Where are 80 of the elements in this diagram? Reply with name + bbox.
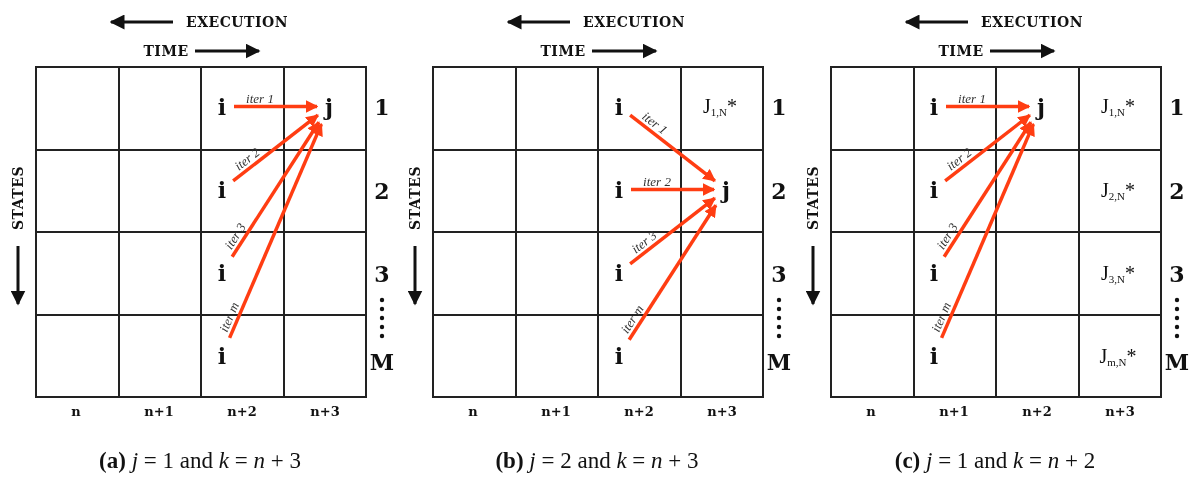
column-label: n+1: [144, 404, 174, 418]
column-label: n+1: [939, 404, 969, 418]
node-letter: i: [214, 92, 230, 121]
node-letter: i: [214, 341, 230, 370]
axis-label: EXECUTION: [186, 15, 288, 29]
row-number: 2: [771, 180, 787, 202]
node-letter: i: [611, 341, 627, 370]
axis-label: STATES: [11, 165, 25, 231]
edge-label: iter 2: [231, 145, 262, 173]
row-number: 1: [771, 96, 787, 118]
row-number: 2: [374, 180, 390, 202]
arrow: [627, 204, 718, 341]
node-letter: j: [718, 175, 734, 204]
arrow: [946, 100, 1031, 113]
arrow: [942, 121, 1033, 258]
row-number: M: [766, 351, 792, 373]
cell-value: J$_{1,N}$*: [703, 96, 737, 118]
node-letter: i: [926, 341, 942, 370]
node-letter: i: [926, 92, 942, 121]
node-letter: i: [926, 258, 942, 287]
node-letter: i: [926, 175, 942, 204]
node-letter: i: [214, 175, 230, 204]
edge-label: iter 3: [222, 220, 248, 251]
edge-label: iter 1: [639, 109, 670, 137]
edge-label: iter 2: [943, 145, 974, 173]
row-number: 3: [1169, 263, 1185, 285]
caption: (c) j = 1 and k = n + 2: [894, 448, 1096, 472]
column-label: n: [866, 404, 876, 418]
row-number: 2: [1169, 180, 1185, 202]
column-label: n+3: [707, 404, 737, 418]
arrow: [631, 183, 716, 196]
column-label: n+2: [624, 404, 654, 418]
node-letter: j: [1033, 92, 1049, 121]
node-letter: i: [214, 258, 230, 287]
edge-label: iter m: [618, 302, 646, 336]
arrow: [629, 196, 716, 266]
row-number: 3: [771, 263, 787, 285]
arrow: [629, 113, 716, 183]
arrow: [232, 113, 319, 183]
row-number: M: [369, 351, 395, 373]
column-label: n+2: [227, 404, 257, 418]
arrow: [940, 123, 1035, 339]
edge-label: iter 3: [628, 228, 659, 256]
edge-label: iter 3: [934, 220, 960, 251]
axis-label: TIME: [938, 44, 984, 58]
arrow: [944, 113, 1031, 183]
edge-label: iter 2: [643, 174, 671, 187]
node-letter: j: [321, 92, 337, 121]
axis-label: STATES: [408, 165, 422, 231]
node-letter: i: [611, 258, 627, 287]
column-label: n: [71, 404, 81, 418]
cell-value: J$_{2,N}$*: [1101, 180, 1135, 202]
edge-label: iter m: [928, 300, 953, 334]
column-label: n+2: [1022, 404, 1052, 418]
axis-label: EXECUTION: [583, 15, 685, 29]
arrow: [228, 123, 323, 339]
column-label: n+3: [310, 404, 340, 418]
row-number: 3: [374, 263, 390, 285]
column-label: n+3: [1105, 404, 1135, 418]
edge-label: iter m: [216, 300, 241, 334]
arrow: [234, 100, 319, 113]
cell-value: J$_{1,N}$*: [1101, 96, 1135, 118]
axis-label: EXECUTION: [981, 15, 1083, 29]
axis-label: STATES: [806, 165, 820, 231]
node-letter: i: [611, 175, 627, 204]
axis-label: TIME: [143, 44, 189, 58]
node-letter: i: [611, 92, 627, 121]
column-label: n: [468, 404, 478, 418]
arrow: [230, 121, 321, 258]
row-number: 1: [1169, 96, 1185, 118]
column-label: n+1: [541, 404, 571, 418]
caption: (a) j = 1 and k = n + 3: [99, 448, 301, 472]
row-number: M: [1164, 351, 1190, 373]
cell-value: J$_{m,N}$*: [1099, 346, 1137, 368]
axis-label: TIME: [540, 44, 586, 58]
edge-label: iter 1: [958, 91, 986, 104]
cell-value: J$_{3,N}$*: [1101, 263, 1135, 285]
edge-label: iter 1: [246, 91, 274, 104]
row-number: 1: [374, 96, 390, 118]
caption: (b) j = 2 and k = n + 3: [495, 448, 699, 472]
